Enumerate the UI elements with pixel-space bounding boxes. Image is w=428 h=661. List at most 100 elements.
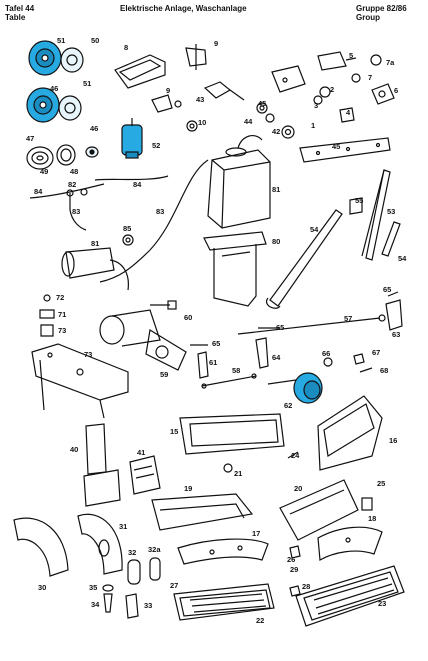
part-number: 49 bbox=[40, 167, 49, 176]
part-number: 73 bbox=[58, 326, 67, 335]
part-number: 60 bbox=[184, 313, 193, 322]
group-label-de: Gruppe 82/86 bbox=[356, 4, 407, 13]
part-number: 46 bbox=[50, 84, 59, 93]
part-number: 30 bbox=[38, 583, 47, 592]
mounting-strip-46 bbox=[299, 137, 391, 163]
spring-69 bbox=[359, 367, 373, 373]
gasket-27 bbox=[173, 583, 275, 621]
part-number: 84 bbox=[34, 187, 43, 196]
part-number: 42 bbox=[272, 127, 281, 136]
table-label-en: Table bbox=[5, 13, 26, 22]
part-number: 81 bbox=[91, 239, 100, 248]
part-number: 65 bbox=[383, 285, 392, 294]
bracket-9 bbox=[185, 44, 207, 70]
grommet-48 bbox=[26, 146, 54, 170]
holder-49 bbox=[85, 146, 99, 158]
part-number: 33 bbox=[144, 601, 153, 610]
lens-23 bbox=[303, 571, 399, 621]
part-number: 4 bbox=[346, 108, 351, 117]
part-number: 73 bbox=[84, 350, 93, 359]
part-number: 61 bbox=[209, 358, 218, 367]
grommet-45 bbox=[256, 102, 268, 114]
lens-22 bbox=[179, 589, 271, 617]
part-number: 65 bbox=[276, 323, 285, 332]
part-number: 65 bbox=[212, 339, 221, 348]
part-number: 18 bbox=[368, 514, 377, 523]
washer-pump-53 bbox=[121, 118, 143, 159]
part-number: 84 bbox=[133, 180, 142, 189]
part-number: 72 bbox=[56, 293, 65, 302]
cover-30 bbox=[13, 517, 69, 577]
part-number: 71 bbox=[58, 310, 67, 319]
lamp-housing-8 bbox=[114, 54, 166, 89]
clip-29 bbox=[289, 585, 301, 597]
page-title: Elektrische Anlage, Waschanlage bbox=[120, 4, 247, 13]
part-number: 32a bbox=[148, 545, 161, 554]
part-number: 15 bbox=[170, 427, 179, 436]
part-number: 55 bbox=[355, 196, 364, 205]
part-number: 44 bbox=[244, 117, 253, 126]
switch-10 bbox=[151, 94, 182, 113]
washer-44 bbox=[265, 113, 275, 123]
gasket-35 bbox=[102, 584, 114, 592]
housing-20 bbox=[279, 479, 359, 541]
part-number: 23 bbox=[378, 599, 387, 608]
ring-7a bbox=[370, 54, 382, 66]
part-number: 64 bbox=[272, 353, 281, 362]
part-number: 29 bbox=[290, 565, 299, 574]
hose-84 bbox=[99, 159, 209, 283]
motor-63 bbox=[267, 372, 323, 404]
lamp-socket-6 bbox=[371, 83, 395, 105]
part-number: 32 bbox=[128, 548, 137, 557]
hose-86 bbox=[94, 175, 169, 181]
screw-24 bbox=[287, 451, 299, 459]
lens-32 bbox=[127, 559, 141, 585]
lamp-16 bbox=[317, 395, 383, 471]
part-number: 8 bbox=[124, 43, 129, 52]
part-number: 82 bbox=[68, 180, 77, 189]
group-label-en: Group bbox=[356, 13, 380, 22]
cylinder-5 bbox=[317, 51, 357, 71]
table-label-de: Tafel 44 bbox=[5, 4, 35, 13]
bracket-62 bbox=[197, 351, 209, 379]
connector-83 bbox=[66, 188, 88, 231]
part-number: 68 bbox=[380, 366, 389, 375]
motor-bracket-73 bbox=[31, 343, 129, 419]
rubber-boot-47 bbox=[26, 87, 82, 123]
plug-42 bbox=[203, 81, 245, 101]
cover-31 bbox=[77, 513, 123, 575]
part-number: 46 bbox=[90, 124, 99, 133]
part-number: 3 bbox=[314, 101, 319, 110]
lens-32a bbox=[149, 557, 161, 581]
part-number: 16 bbox=[389, 436, 398, 445]
part-number: 50 bbox=[91, 36, 100, 45]
part-number: 5 bbox=[349, 51, 354, 60]
part-number: 54 bbox=[310, 225, 319, 234]
nut-87 bbox=[122, 234, 134, 246]
part-number: 83 bbox=[72, 207, 81, 216]
sleeve-72 bbox=[40, 324, 54, 337]
part-number: 63 bbox=[392, 330, 401, 339]
part-number: 59 bbox=[160, 370, 169, 379]
part-number: 9 bbox=[214, 39, 219, 48]
part-number: 41 bbox=[137, 448, 146, 457]
part-number: 6 bbox=[394, 86, 399, 95]
part-number: 2 bbox=[330, 85, 335, 94]
part-number: 34 bbox=[91, 600, 100, 609]
cap-43 bbox=[281, 125, 295, 139]
part-number: 19 bbox=[184, 484, 193, 493]
part-number: 7 bbox=[368, 73, 373, 82]
part-number: 54 bbox=[398, 254, 407, 263]
pedal-41 bbox=[129, 455, 161, 495]
part-number: 80 bbox=[272, 237, 281, 246]
part-number: 67 bbox=[372, 348, 381, 357]
part-number: 51 bbox=[57, 36, 66, 45]
part-number: 45 bbox=[258, 99, 267, 108]
bracket-64 bbox=[385, 299, 403, 331]
part-number: 53 bbox=[387, 207, 396, 216]
brush-61 bbox=[150, 300, 177, 310]
part-number: 81 bbox=[272, 185, 281, 194]
part-number: 25 bbox=[377, 479, 386, 488]
bulb-34 bbox=[103, 593, 113, 613]
